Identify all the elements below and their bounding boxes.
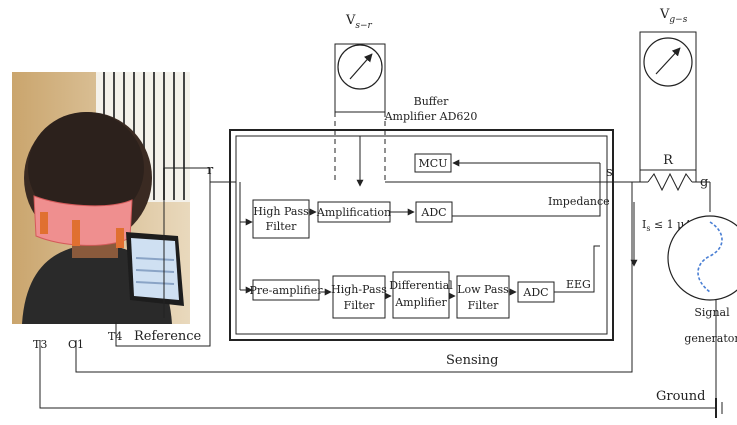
amplification-label: Amplification xyxy=(316,206,391,219)
node-s: s xyxy=(606,165,613,180)
electrode-t4-label: T4 xyxy=(108,330,122,343)
impedance-label: Impedance xyxy=(548,195,610,208)
node-g: g xyxy=(700,175,708,190)
high-pass-filter-2-line2: Filter xyxy=(344,299,376,312)
resistor-label: R xyxy=(663,153,674,168)
low-pass-filter-line2: Filter xyxy=(468,299,500,312)
meter-left-label: Vs−r xyxy=(345,13,373,31)
differential-amplifier-line1: Differential xyxy=(389,279,453,292)
subject-photo xyxy=(12,72,190,324)
adc-top-label: ADC xyxy=(420,206,446,219)
reference-label: Reference xyxy=(134,329,202,344)
differential-amplifier-line2: Amplifier xyxy=(394,296,447,309)
electrode-t3-label: T3 xyxy=(33,338,47,351)
low-pass-filter-line1: Low Pass xyxy=(457,283,509,296)
electrode-t3-marker xyxy=(40,212,48,234)
electrode-t4-marker xyxy=(116,228,124,248)
pre-amplifier-label: Pre-amplifier xyxy=(249,284,323,297)
node-r: r xyxy=(207,163,214,178)
buffer-title-line1: Buffer xyxy=(414,95,449,108)
high-pass-filter-line1: High Pass xyxy=(253,205,309,218)
sensing-label: Sensing xyxy=(446,353,499,368)
signal-generator-label-2: generator xyxy=(684,332,737,345)
adc-bottom-label: ADC xyxy=(522,286,548,299)
electrode-o1-marker xyxy=(72,220,80,246)
eeg-label: EEG xyxy=(566,278,591,291)
signal-generator-label-1: Signal xyxy=(694,306,730,319)
high-pass-filter-2-line1: High-Pass xyxy=(331,283,387,296)
electrode-o1-label: O1 xyxy=(68,338,84,351)
mcu-label: MCU xyxy=(419,157,448,170)
ground-label: Ground xyxy=(656,389,706,404)
meter-right-label: Vg−s xyxy=(659,7,688,25)
buffer-title-line2: Amplifier AD620 xyxy=(384,110,478,123)
high-pass-filter-line2: Filter xyxy=(266,220,298,233)
voltmeter-right xyxy=(644,38,692,86)
resistor xyxy=(648,174,692,190)
